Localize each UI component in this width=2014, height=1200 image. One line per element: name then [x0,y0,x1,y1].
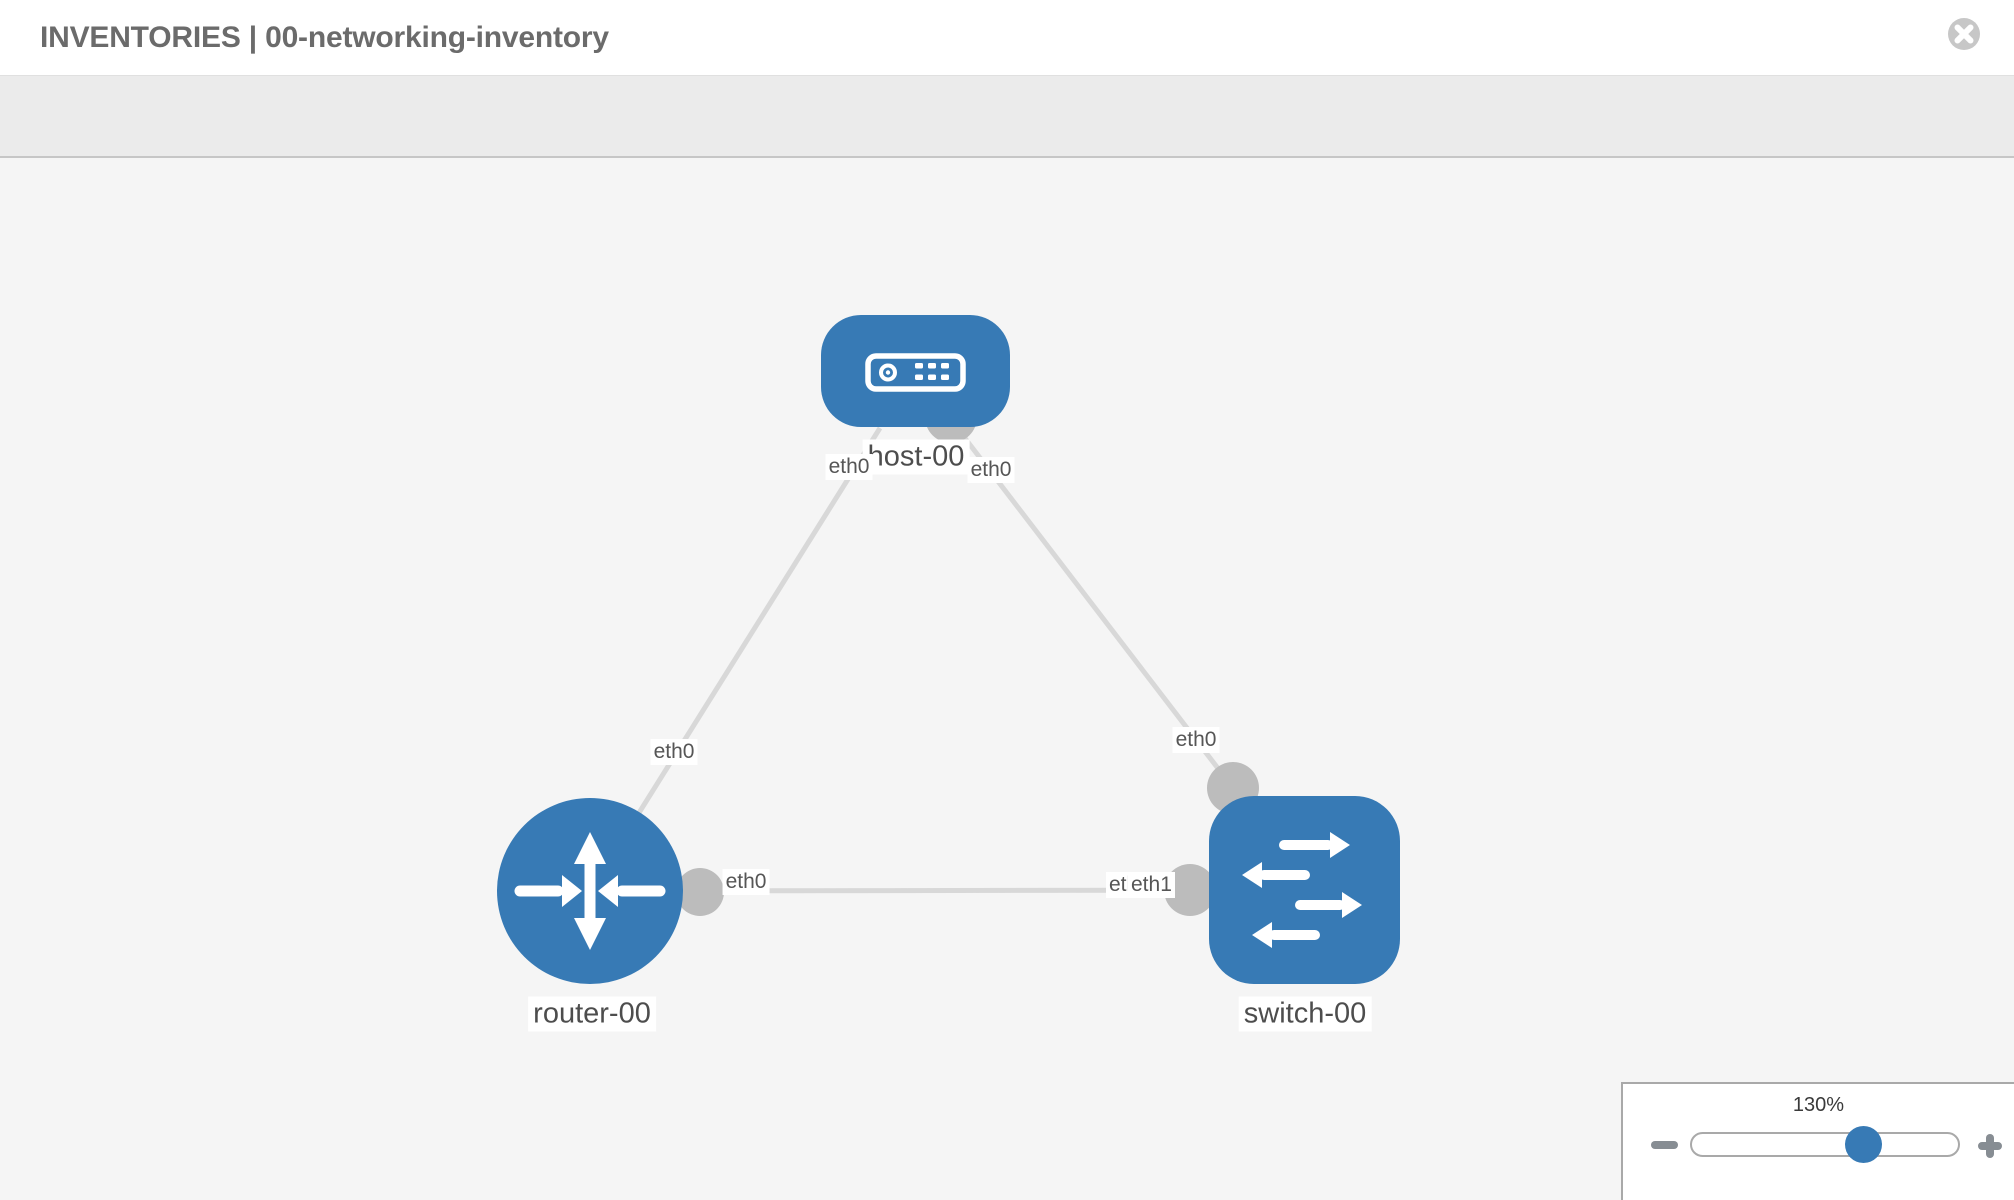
toolbar: ACTIONS SEARCH [0,75,2014,221]
interface-label: eth0 [1172,727,1220,753]
zoom-slider-handle[interactable] [1845,1126,1882,1163]
switch-icon [1242,832,1362,948]
close-button[interactable] [1946,16,1982,52]
zoom-in-button plus-icon[interactable] [1978,1134,2002,1158]
interface-label: eth0 [722,869,770,895]
zoom-value: 130% [1792,1094,1845,1116]
zoom-panel: 130% [1621,1082,2014,1200]
interface-connector-router [676,868,724,916]
interface-label: eth0 [825,454,873,480]
host-icon [865,353,966,392]
zoom-out-button minus-icon[interactable] [1651,1141,1678,1149]
node-label-host: host-00 [862,439,970,475]
interface-connector-switch-left [1164,864,1216,916]
interface-label: eth0 [650,739,698,765]
page-title: INVENTORIES | 00-networking-inventory [40,21,609,54]
node-label-switch: switch-00 [1238,996,1372,1032]
node-host[interactable] [821,315,1010,427]
interface-label: eth0 [967,457,1015,483]
topology-canvas[interactable]: host-00 router-00 switch-00 eth0 eth0 et… [0,158,2014,1200]
x-circle-icon [1948,18,1980,50]
node-switch[interactable] [1209,796,1400,984]
router-icon [514,832,666,950]
interface-label: eth1 [1128,872,1175,898]
node-router[interactable] [497,798,683,984]
header: INVENTORIES | 00-networking-inventory [0,0,2014,75]
zoom-slider-track[interactable] [1690,1132,1960,1157]
node-label-router: router-00 [528,996,656,1032]
